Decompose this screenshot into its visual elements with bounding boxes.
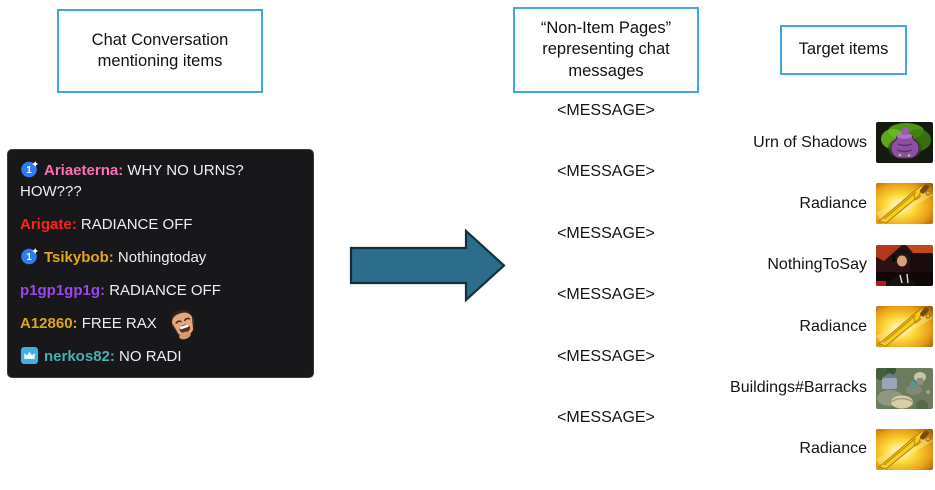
right-title-box: Target items [780,25,907,75]
chat-username: Ariaeterna: [44,162,124,179]
message-token: <MESSAGE> [557,408,655,426]
chat-message: p1gp1gp1g: RADIANCE OFF [20,280,301,301]
radiance-image [876,306,933,348]
chat-message: 1 Tsikybob: Nothingtoday [20,247,301,268]
message-token: <MESSAGE> [557,163,655,181]
diagram-canvas: Chat Conversation mentioning items “Non-… [7,7,933,470]
chat-message: 1 Ariaeterna: WHY NO URNS? HOW??? [20,160,301,202]
chat-text: RADIANCE OFF [80,216,193,233]
crown-badge-icon [20,346,39,365]
target-item-row: Urn of Shadows [683,122,933,183]
message-token-column: <MESSAGE> <MESSAGE> <MESSAGE> <MESSAGE> … [503,102,709,470]
message-token: <MESSAGE> [557,286,655,304]
target-item-label: Urn of Shadows [753,133,867,151]
chat-text: RADIANCE OFF [109,282,221,299]
target-item-row: Buildings#Barracks [683,367,933,429]
prediction-badge-icon: 1 [20,247,39,266]
message-token: <MESSAGE> [557,347,655,365]
message-token: <MESSAGE> [557,102,655,119]
kekw-emote-icon [166,306,200,340]
target-item-label: Radiance [799,440,867,458]
block-arrow-icon [349,228,507,303]
barracks-image [876,367,933,409]
svg-text:1: 1 [26,165,32,176]
left-title: Chat Conversation mentioning items [91,30,229,70]
chat-text-wrapped: HOW??? [20,183,82,200]
chat-username: nerkos82: [44,348,115,365]
target-item-row: Radiance [683,306,933,367]
target-item-label: Buildings#Barracks [730,379,867,397]
radiance-image [876,183,933,225]
prediction-badge-icon: 1 [20,160,39,179]
chat-message: A12860: FREE RAX [20,309,301,340]
target-item-label: NothingToSay [767,256,867,274]
chat-text: WHY NO URNS? [127,162,244,179]
chat-message: Arigate: RADIANCE OFF [20,214,301,235]
chat-text: FREE RAX [81,315,157,332]
middle-title-box: “Non-Item Pages” representing chat messa… [513,7,699,93]
svg-text:1: 1 [26,252,32,263]
chat-username: Tsikybob: [44,249,114,266]
target-item-label: Radiance [799,317,867,335]
chat-panel: 1 Ariaeterna: WHY NO URNS? HOW??? Arigat… [7,149,314,378]
target-item-row: NothingToSay [683,244,933,306]
chat-text: NO RADI [119,348,182,365]
left-title-box: Chat Conversation mentioning items [57,9,263,93]
chat-message: nerkos82: NO RADI [20,346,301,367]
target-item-label: Radiance [799,194,867,212]
chat-username: A12860: [20,315,78,332]
chat-username: p1gp1gp1g: [20,282,106,299]
target-items-column: Urn of Shadows [683,122,933,490]
message-token: <MESSAGE> [557,224,655,242]
right-title: Target items [798,40,889,59]
middle-title: “Non-Item Pages” representing chat messa… [540,18,672,80]
urn-of-shadows-image [876,122,933,163]
player-photo-image [876,244,933,286]
target-item-row: Radiance [683,428,933,490]
target-item-row: Radiance [683,183,933,244]
chat-username: Arigate: [20,216,77,233]
radiance-image [876,428,933,470]
chat-text: Nothingtoday [117,249,207,266]
